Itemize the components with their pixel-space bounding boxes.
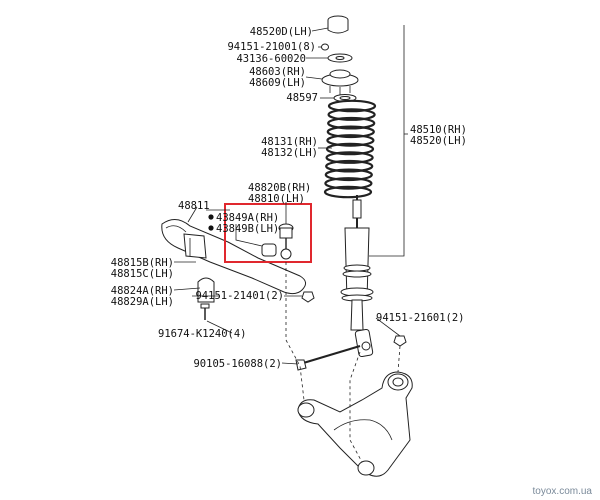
- label-48820b: 48820B(RH): [248, 182, 311, 194]
- arm-bolt: [295, 344, 361, 371]
- label-48603: 48603(RH): [249, 66, 306, 78]
- stabilizer-link: [261, 223, 294, 260]
- upper-support-cap: [327, 15, 349, 34]
- label-48132: 48132(LH): [261, 147, 318, 159]
- label-48815c: 48815C(LH): [111, 268, 174, 280]
- bar-bushing: [183, 233, 207, 259]
- spring-coil: [323, 185, 373, 199]
- label-48510: 48510(RH): [410, 124, 467, 136]
- strut-mount: [321, 69, 359, 95]
- label-91674: 91674-K1240(4): [158, 328, 247, 340]
- label-48520d: 48520D(LH): [250, 26, 313, 38]
- spring-coil: [327, 116, 376, 130]
- label-48597: 48597: [286, 92, 318, 104]
- bullet-43849a: [208, 214, 214, 220]
- spring-coil: [326, 134, 375, 147]
- spring-coil: [326, 125, 375, 139]
- label-94151-21601: 94151-21601(2): [376, 312, 465, 324]
- label-43849a: 43849A(RH): [216, 212, 279, 224]
- spring-coil: [325, 159, 374, 173]
- label-48810: 48810(LH): [248, 193, 305, 205]
- spring-coil: [324, 177, 373, 190]
- label-43136: 43136-60020: [236, 53, 306, 65]
- lower-control-arm: [297, 371, 413, 477]
- label-48824a: 48824A(RH): [111, 285, 174, 297]
- spring-coil: [325, 151, 374, 164]
- label-43849b: 43849B(LH): [216, 223, 279, 235]
- assembly-path-nut: [397, 345, 401, 373]
- label-48811: 48811: [178, 200, 210, 212]
- assembly-path-strut: [349, 351, 363, 463]
- link-nut: [301, 291, 315, 303]
- highlight-frame: [224, 203, 312, 263]
- watermark: toyox.com.ua: [533, 486, 593, 497]
- bracket-bolt: [200, 303, 210, 320]
- label-94151-21001: 94151-21001(8): [227, 41, 316, 53]
- label-48131: 48131(RH): [261, 136, 318, 148]
- upper-bearing: [327, 53, 353, 63]
- spring-coil: [327, 99, 377, 113]
- lower-nut: [393, 335, 407, 347]
- label-48609: 48609(LH): [249, 77, 306, 89]
- leader-lines: [173, 25, 408, 365]
- coil-spring: [323, 99, 377, 199]
- spring-coil: [327, 108, 376, 121]
- label-90105: 90105-16088(2): [193, 358, 282, 370]
- bullet-43849b: [208, 225, 214, 231]
- label-94151-21401: 94151-21401(2): [195, 290, 284, 302]
- label-48815b: 48815B(RH): [111, 257, 174, 269]
- spring-coil: [324, 168, 373, 182]
- shock-absorber: [340, 195, 374, 358]
- washer: [321, 43, 329, 51]
- label-48829a: 48829A(LH): [111, 296, 174, 308]
- label-48520: 48520(LH): [410, 135, 467, 147]
- spring-coil: [325, 142, 375, 156]
- bushing-bracket: [192, 277, 220, 303]
- assembly-path-link: [285, 262, 305, 401]
